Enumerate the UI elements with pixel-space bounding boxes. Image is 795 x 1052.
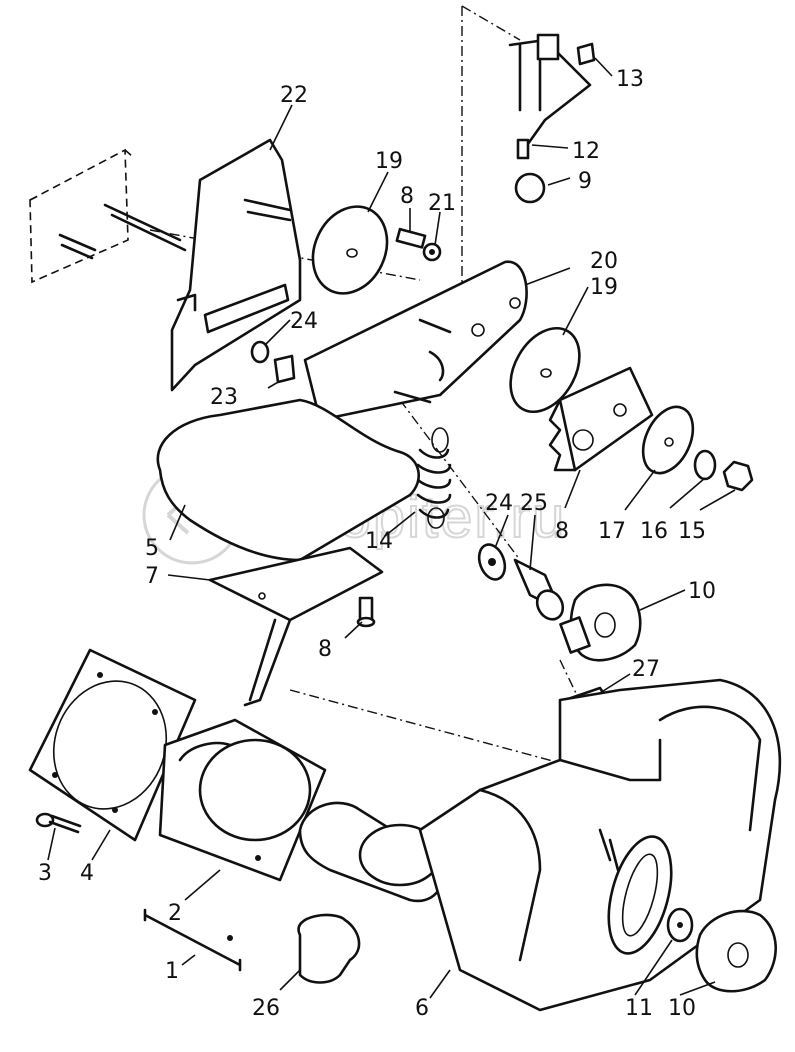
part-20-plate	[303, 260, 528, 422]
callout-7: 7	[145, 564, 159, 589]
callout-27: 27	[632, 657, 660, 682]
callout-8: 8	[400, 184, 414, 209]
part-10-knob-upper	[559, 583, 642, 662]
part-15-nut	[722, 460, 754, 492]
callout-10-upper: 10	[688, 579, 716, 604]
callout-10-lower: 10	[668, 996, 696, 1021]
callout-19: 19	[375, 149, 403, 174]
callout-12: 12	[572, 139, 600, 164]
part-4-gasket	[28, 648, 197, 842]
part-24-washer-small	[250, 340, 270, 364]
part-3-screw	[35, 812, 82, 834]
group-bracket	[143, 908, 242, 972]
callout-11: 11	[625, 996, 653, 1021]
callout-26: 26	[252, 996, 280, 1021]
callout-6: 6	[415, 996, 429, 1021]
part-9-knob-ball	[514, 172, 546, 204]
callout-19-lower: 19	[590, 275, 618, 300]
callout-25: 25	[520, 491, 548, 516]
part-14-spring	[393, 390, 452, 529]
part-8-bolt-lower	[356, 596, 376, 628]
callout-17: 17	[598, 519, 626, 544]
coupling	[298, 801, 444, 903]
part-19-washer-lower	[509, 326, 581, 414]
callout-13: 13	[616, 67, 644, 92]
callout-14: 14	[365, 529, 393, 554]
part-22-bracket	[170, 138, 302, 392]
callout-24: 24	[290, 309, 318, 334]
callout-8-lower: 8	[318, 637, 332, 662]
callout-20: 20	[590, 249, 618, 274]
callout-16: 16	[640, 519, 668, 544]
part-5-seat	[156, 398, 420, 562]
callout-4: 4	[80, 861, 94, 886]
callout-8-gear: 8	[555, 519, 569, 544]
part-25-bushing	[513, 558, 565, 621]
dashed-mount-plate	[29, 148, 187, 284]
part-13-clip	[576, 42, 596, 66]
part-8-gear-plate	[548, 366, 654, 472]
part-12-rod	[508, 33, 592, 160]
callout-2: 2	[168, 901, 182, 926]
callout-24-lower: 24	[485, 491, 513, 516]
callout-22: 22	[280, 83, 308, 108]
callout-23: 23	[210, 385, 238, 410]
callout-21: 21	[428, 191, 456, 216]
leader-lines	[47, 57, 736, 999]
part-8-bolt-upper	[395, 227, 442, 262]
callout-15: 15	[678, 519, 706, 544]
part-16-washer	[693, 449, 717, 481]
callout-5: 5	[145, 536, 159, 561]
callout-3: 3	[38, 861, 52, 886]
callout-1: 1	[165, 959, 179, 984]
part-2-housing	[158, 718, 327, 882]
callout-labels: 22 19 8 21 13 12 9 20 19 24 23 8 17 16 1…	[38, 67, 716, 1021]
part-26-clip	[297, 913, 361, 984]
part-7-plate	[208, 546, 384, 707]
part-23-clip	[273, 354, 296, 384]
callout-9: 9	[578, 169, 592, 194]
part-10-knob-lower	[695, 909, 777, 993]
